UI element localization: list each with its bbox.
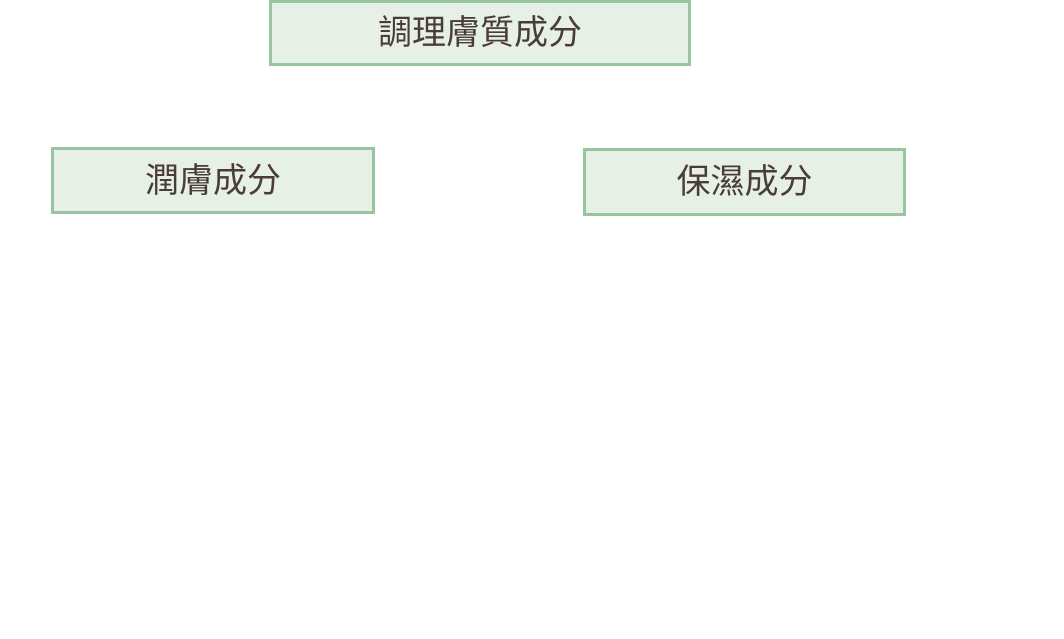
- node-label: 保濕成分: [676, 162, 813, 202]
- node-label: 潤膚成分: [145, 160, 281, 201]
- node-conditioning-ingredients: 調理膚質成分: [269, 0, 691, 66]
- node-humectant-ingredients: 保濕成分: [583, 148, 906, 216]
- node-label: 調理膚質成分: [378, 13, 582, 53]
- node-emollient-ingredients: 潤膚成分: [51, 147, 375, 214]
